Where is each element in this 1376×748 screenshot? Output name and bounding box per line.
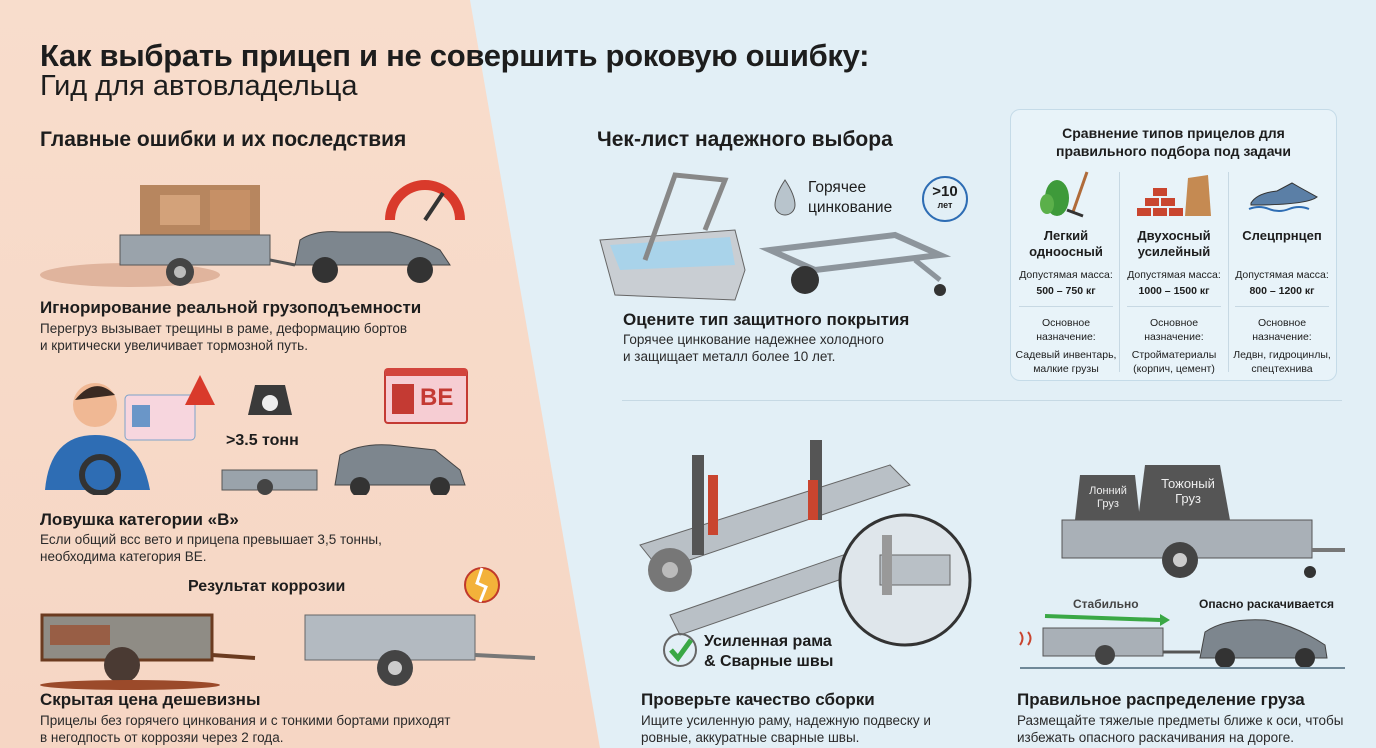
bricks-icon bbox=[1137, 175, 1211, 216]
loaded-trailer-illustration bbox=[1061, 465, 1345, 578]
speedometer-icon bbox=[385, 180, 465, 222]
plant-rake-icon bbox=[1040, 171, 1089, 218]
mistake-1-text: Перегруз вызывает трещины в раме, деформ… bbox=[40, 321, 408, 353]
load-title: Правильное распределение груза bbox=[1017, 690, 1305, 709]
jet-ski-icon bbox=[1248, 182, 1318, 212]
weight-label: >3.5 тонн bbox=[226, 432, 299, 449]
driver-license-illustration bbox=[45, 375, 466, 495]
assembly-title: Проверьте качество сборки bbox=[641, 690, 875, 709]
be-license-icon: BE bbox=[384, 368, 468, 424]
swaying-trailer-illustration bbox=[1019, 614, 1345, 669]
coating-title: Оцените тип защитного покрытия bbox=[623, 310, 910, 329]
rusty-vs-new-trailer-illustration bbox=[40, 613, 536, 690]
mistake-2-title: Ловушка категории «В» bbox=[40, 510, 239, 529]
overloaded-trailer-illustration bbox=[40, 185, 451, 287]
galvanizing-illustration bbox=[599, 172, 952, 301]
mistake-3-text: Прицелы без горячего цинкования и с тонк… bbox=[40, 713, 451, 745]
assembly-text: Ищите усиленную раму, надежную подвеску … bbox=[641, 713, 931, 745]
stable-label: Стабильно bbox=[1073, 597, 1139, 611]
checklist-heading: Чек-лист надежного выбора bbox=[597, 128, 893, 151]
section-divider bbox=[622, 400, 1342, 401]
checkmark-icon bbox=[663, 633, 697, 667]
type-column-special: Слецпрнцеп Допустямая масса:800 – 1200 к… bbox=[1229, 170, 1335, 376]
load-text: Размещайте тяжелые предметы ближе к оси,… bbox=[1017, 713, 1344, 745]
page-title: Как выбрать прицеп и не совершить рокову… bbox=[40, 38, 870, 73]
frame-weld-badge: Усиленная рама& Сварные швы bbox=[704, 633, 834, 670]
mistake-1-title: Игнорирование реальной грузоподъемности bbox=[40, 298, 422, 317]
broken-coin-icon bbox=[464, 567, 500, 603]
mistakes-heading: Главные ошибки и их последствия bbox=[40, 128, 407, 151]
page-subtitle: Гид для автовладельца bbox=[40, 70, 358, 102]
ten-years-badge: >10 лет bbox=[922, 176, 968, 222]
mistake-3-title: Скрытая цена дешевизны bbox=[40, 690, 261, 709]
frame-weld-illustration bbox=[639, 440, 972, 647]
mistake-2-text: Если общий всс вето и прицепа превышает … bbox=[40, 532, 382, 564]
danger-label: Опасно раскачивается bbox=[1199, 597, 1335, 611]
corrosion-caption: Результат коррозии bbox=[188, 578, 346, 595]
